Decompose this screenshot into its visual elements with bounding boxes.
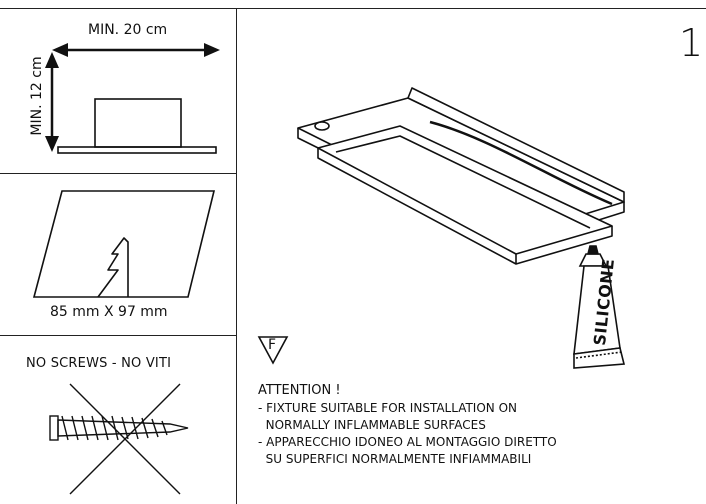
- warning-notes: ATTENTION ! - FIXTURE SUITABLE FOR INSTA…: [258, 382, 557, 468]
- panel-divider-2: [0, 335, 236, 336]
- surface-outline: [32, 190, 216, 298]
- flammability-triangle-icon: [257, 336, 289, 365]
- width-arrow: [52, 43, 220, 57]
- warning-line-2: NORMALLY INFLAMMABLE SURFACES: [258, 418, 486, 432]
- cutout-diagram: [32, 190, 216, 298]
- flammability-mark: F: [268, 337, 277, 353]
- fixture-installation-illustration: [297, 87, 626, 369]
- cutout-size-label: 85 mm X 97 mm: [50, 304, 168, 320]
- base-plate: [57, 146, 217, 154]
- height-arrow: [45, 52, 59, 152]
- cutout-profile: [97, 237, 129, 298]
- no-screws-heading: NO SCREWS - NO VITI: [26, 356, 172, 371]
- step-number: 1: [679, 21, 704, 65]
- silicone-tube: [573, 245, 626, 369]
- warning-line-3: - APPARECCHIO IDONEO AL MONTAGGIO DIRETT…: [258, 435, 557, 449]
- silicone-bead: [429, 120, 613, 206]
- fixture-box: [94, 98, 182, 148]
- top-border: [0, 8, 706, 9]
- panel-divider-1: [0, 173, 236, 174]
- warning-line-4: SU SUPERFICI NORMALMENTE INFIAMMABILI: [258, 452, 532, 466]
- clearance-diagram: [45, 43, 220, 154]
- left-column-divider: [236, 8, 237, 504]
- warning-title: ATTENTION !: [258, 383, 341, 398]
- min-width-label: MIN. 20 cm: [88, 22, 168, 38]
- crossed-screw-icon: [49, 383, 189, 495]
- warning-line-1: - FIXTURE SUITABLE FOR INSTALLATION ON: [258, 401, 517, 415]
